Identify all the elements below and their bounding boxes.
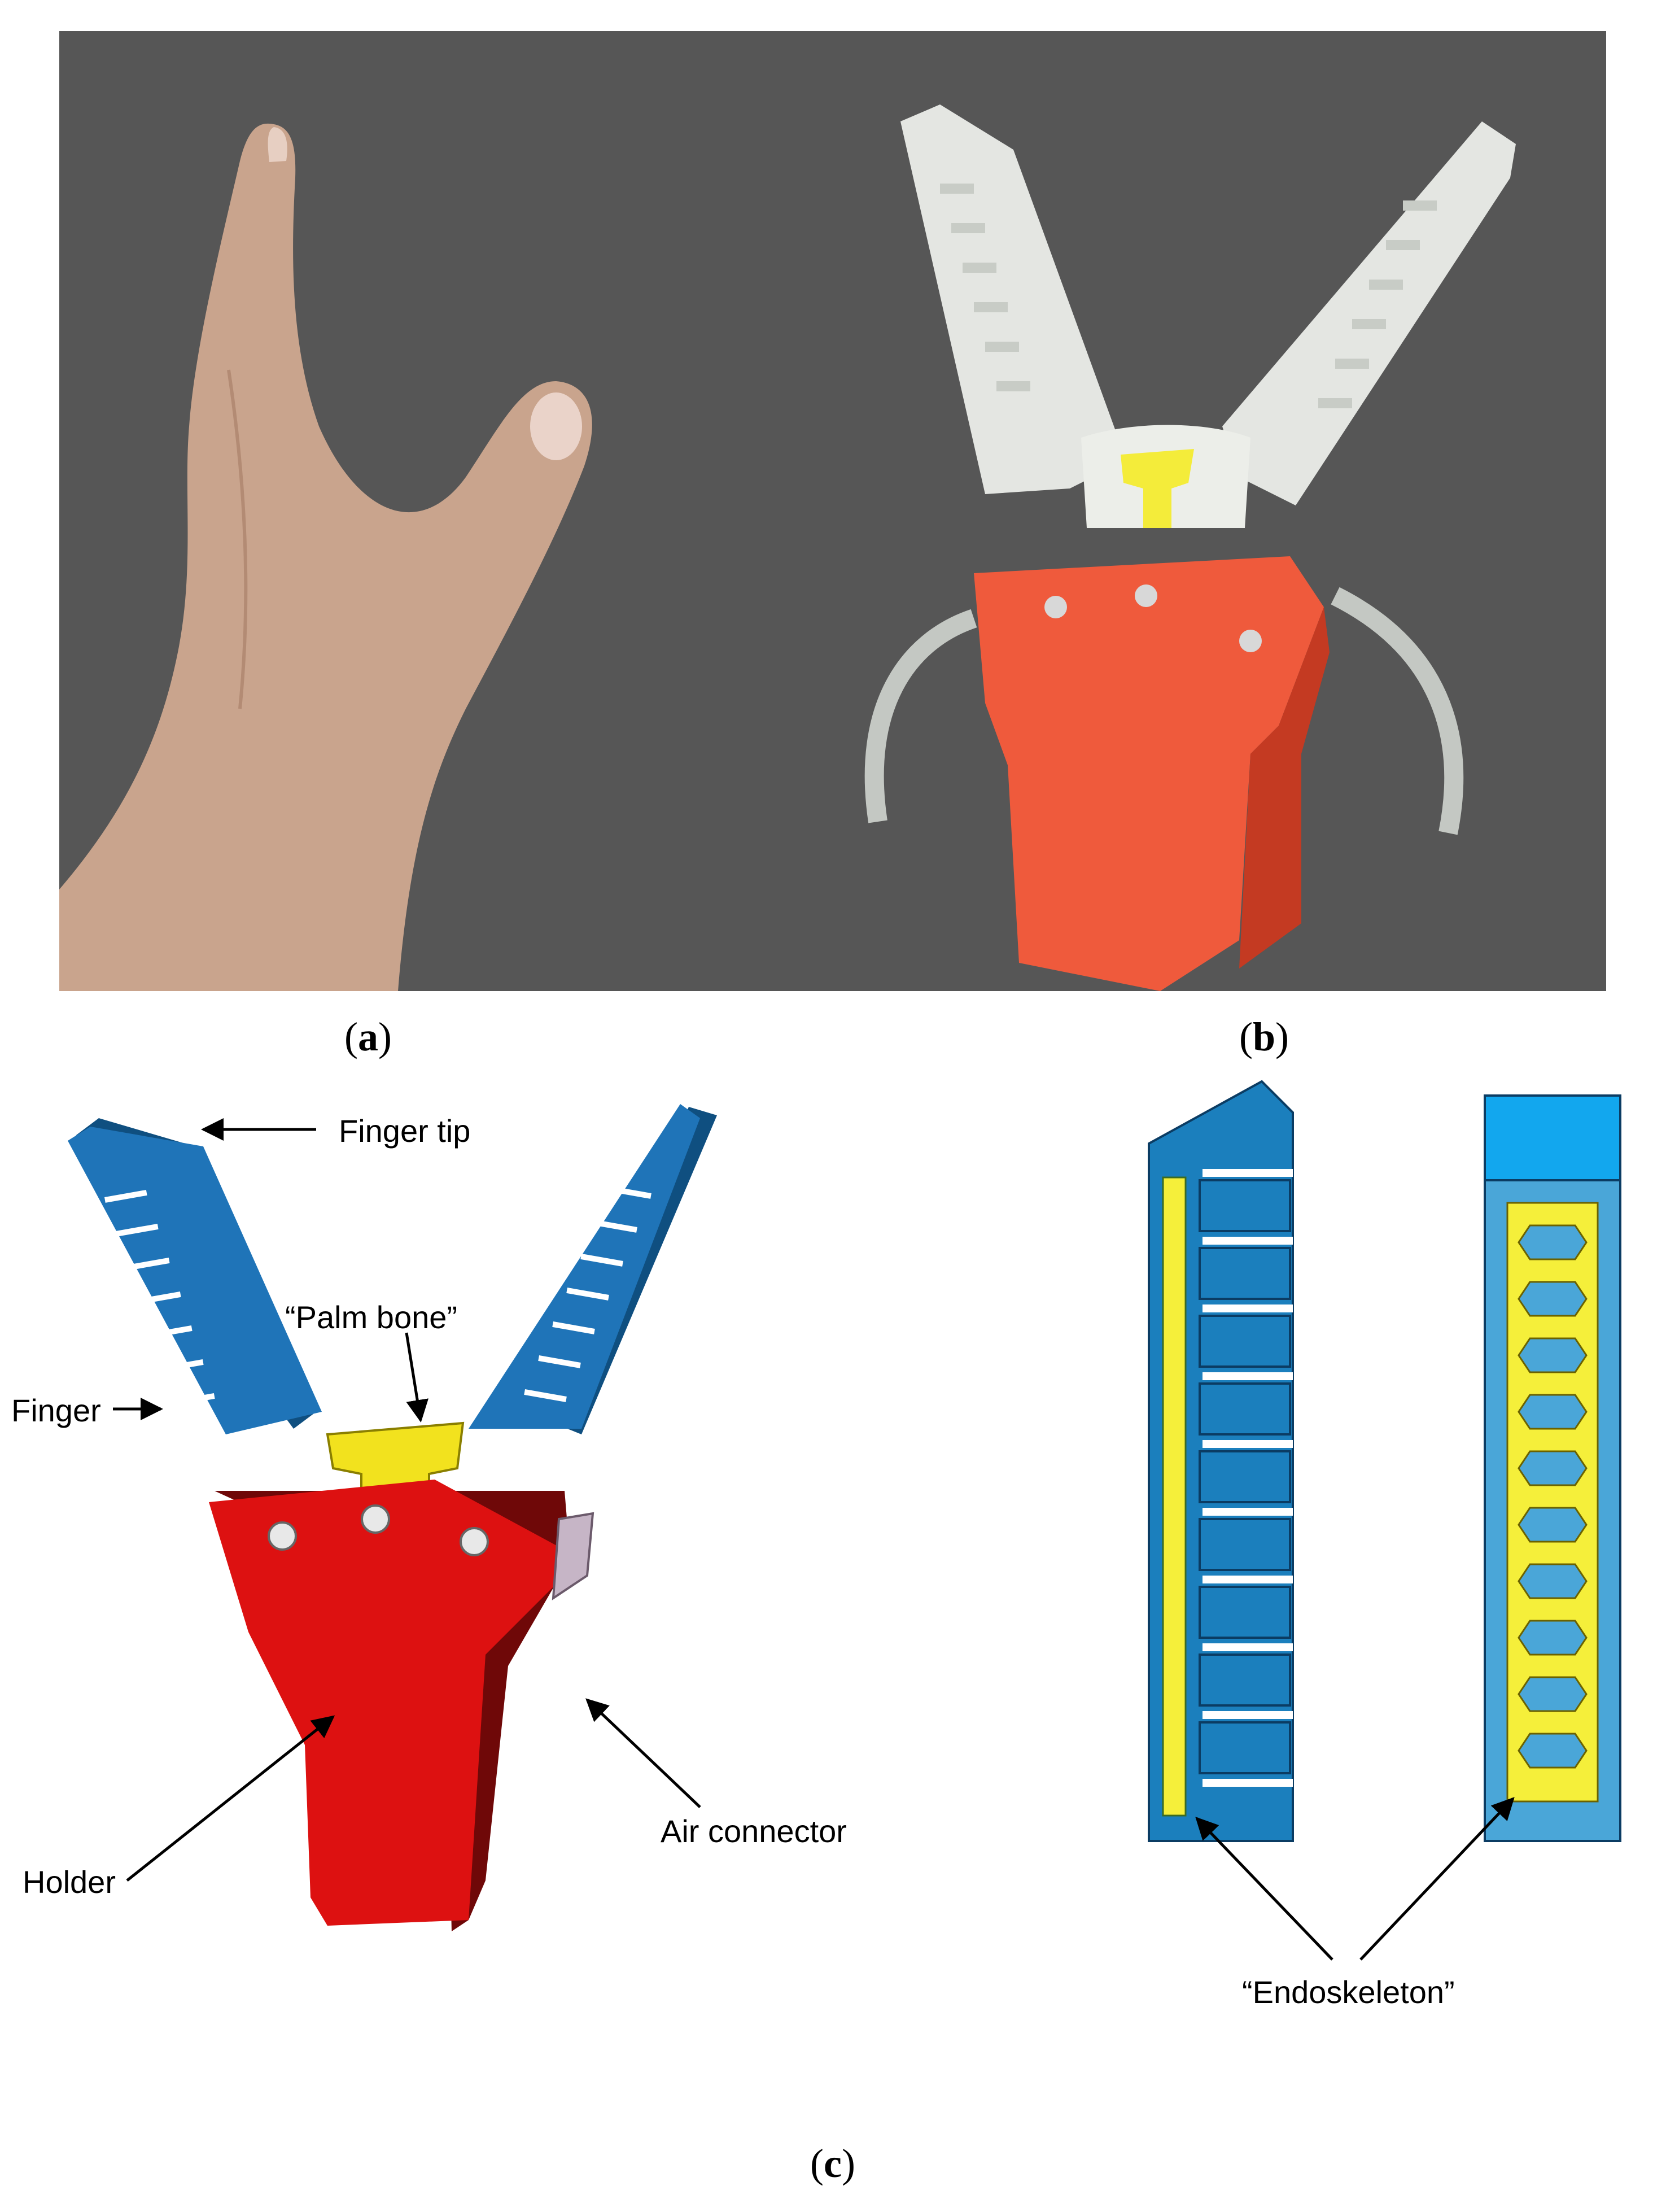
photo-panel xyxy=(59,31,1606,991)
palm-bone-arrow xyxy=(405,1332,429,1423)
callout-air-connector: Air connector xyxy=(661,1813,847,1849)
panel-label-b: (b) xyxy=(1239,1014,1289,1059)
right-finger-ribs xyxy=(1318,200,1437,408)
air-connector-arrow xyxy=(585,1698,701,1808)
finger-front-section xyxy=(1484,1094,1621,1842)
left-finger-ribs xyxy=(940,184,1030,391)
printed-holder-photo xyxy=(974,556,1324,991)
holder-cad xyxy=(209,1480,570,1931)
callout-holder: Holder xyxy=(23,1864,116,1900)
cross-section-diagram xyxy=(1148,1080,1621,1961)
callout-finger-tip: Finger tip xyxy=(339,1113,471,1149)
left-finger-cad xyxy=(68,1118,322,1434)
finger-side-section xyxy=(1148,1080,1294,1842)
endoskeleton-arrow-right xyxy=(1359,1797,1515,1961)
panel-label-a: (a) xyxy=(344,1014,392,1059)
endoskeleton-arrow-left xyxy=(1195,1817,1333,1961)
holder-arrow xyxy=(126,1715,335,1882)
callout-palm-bone: “Palm bone” xyxy=(285,1299,458,1335)
callout-endoskeleton: “Endoskeleton” xyxy=(1242,1974,1455,2010)
air-connector-cad xyxy=(552,1512,594,1600)
callout-finger: Finger xyxy=(11,1393,101,1428)
cad-gripper-diagram xyxy=(68,1104,717,1931)
gripper-photo xyxy=(864,104,1516,991)
side-endoskeleton-strip xyxy=(1162,1176,1187,1817)
palm-bone-photo xyxy=(1121,449,1194,528)
right-finger-cad xyxy=(469,1104,717,1434)
panel-label-c: (c) xyxy=(810,2141,855,2186)
human-hand xyxy=(59,123,592,991)
